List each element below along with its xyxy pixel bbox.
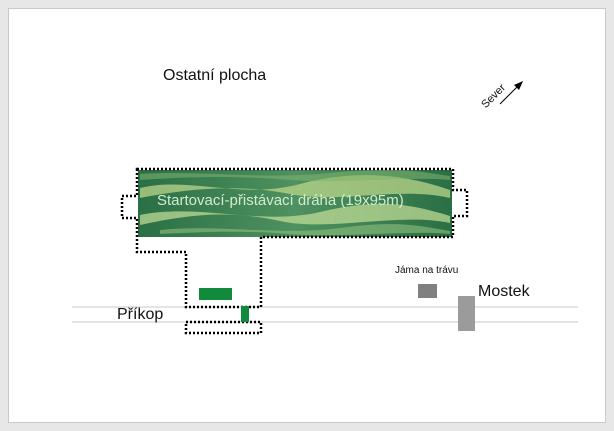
- runway: [138, 169, 452, 237]
- north-arrow-icon: [499, 81, 523, 105]
- dotted-outline: [120, 167, 469, 335]
- green-marker-small: [241, 306, 249, 322]
- area-label: Ostatní plocha: [163, 67, 267, 84]
- bridge-label: Mostek: [478, 283, 530, 300]
- pit-label: Jáma na trávu: [395, 265, 459, 276]
- runway-label: Startovací-přistávací dráha (19x95m): [157, 192, 404, 209]
- ditch-label: Příkop: [117, 306, 164, 323]
- ditch-crossing-outline: [184, 320, 263, 335]
- grass-pit: [418, 284, 437, 298]
- green-marker: [199, 288, 232, 300]
- bridge: [458, 296, 475, 331]
- runway-outline: [120, 167, 469, 309]
